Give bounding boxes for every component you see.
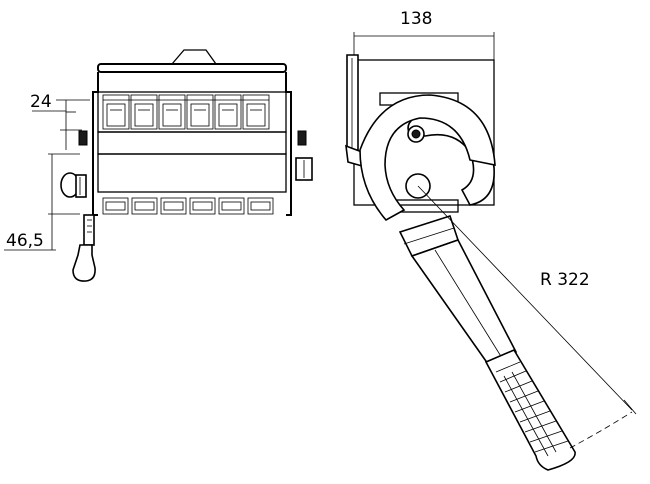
left-bolt bbox=[78, 130, 88, 146]
handle-arm bbox=[398, 214, 576, 471]
lower-switch-modules bbox=[102, 197, 274, 215]
right-plate bbox=[285, 72, 292, 216]
middle-body bbox=[97, 131, 287, 155]
side-lever bbox=[345, 54, 363, 168]
left-plate bbox=[92, 72, 99, 216]
drum-hook bbox=[359, 94, 496, 222]
lower-body bbox=[97, 153, 287, 193]
side-view bbox=[345, 32, 637, 471]
upper-switch-modules bbox=[102, 94, 270, 130]
dim-46-5-label: 46,5 bbox=[6, 231, 44, 251]
crank-knob bbox=[60, 172, 87, 198]
dim-138-label: 138 bbox=[400, 9, 432, 29]
dim-24-label: 24 bbox=[30, 92, 52, 112]
front-view bbox=[4, 49, 313, 282]
radius-dimension bbox=[417, 185, 637, 449]
right-bolt bbox=[297, 130, 307, 146]
crank-handle bbox=[72, 214, 96, 282]
top-grip bbox=[171, 49, 217, 65]
dim-r322-label: R 322 bbox=[540, 270, 590, 290]
top-bar bbox=[97, 63, 287, 73]
left-dimensions bbox=[4, 99, 90, 251]
